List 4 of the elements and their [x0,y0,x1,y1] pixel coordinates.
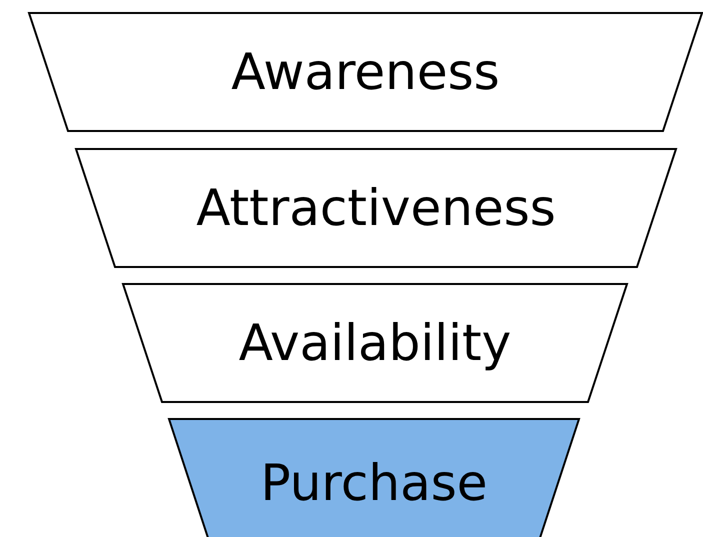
stage-label: Awareness [231,43,500,101]
stage-label: Attractiveness [196,179,556,237]
stage-label: Availability [238,314,512,372]
stage-label: Purchase [260,454,488,512]
